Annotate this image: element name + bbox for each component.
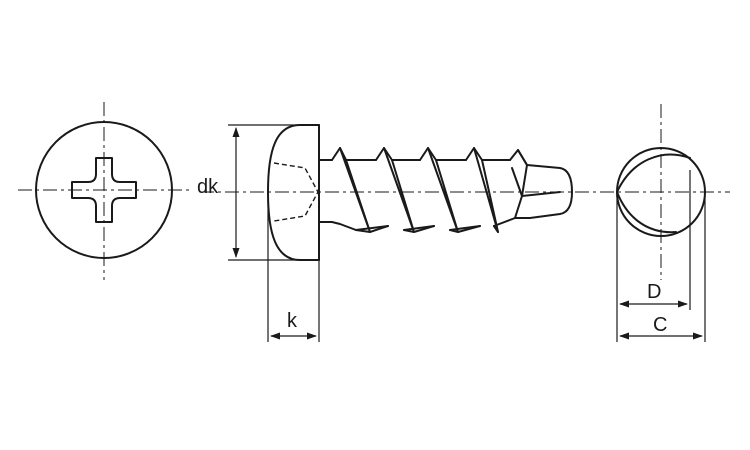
recess-hidden-line: [273, 162, 319, 222]
dk-label: dk: [197, 176, 219, 198]
k-label: k: [287, 310, 298, 332]
side-view: dk k: [197, 124, 600, 342]
thread-roots-bottom: [331, 221, 499, 233]
screw-point: [514, 164, 573, 219]
d-label: D: [647, 281, 661, 303]
c-label: C: [653, 314, 667, 336]
pan-head-outline: [267, 124, 320, 261]
shank-bottom-line: [318, 217, 516, 231]
end-view: D C: [600, 104, 730, 342]
phillips-recess-icon: [71, 157, 137, 223]
head-outline-circle: [35, 121, 173, 259]
thread-start-curve: [616, 153, 691, 234]
point-groove: [511, 167, 523, 219]
top-view: [18, 102, 190, 280]
